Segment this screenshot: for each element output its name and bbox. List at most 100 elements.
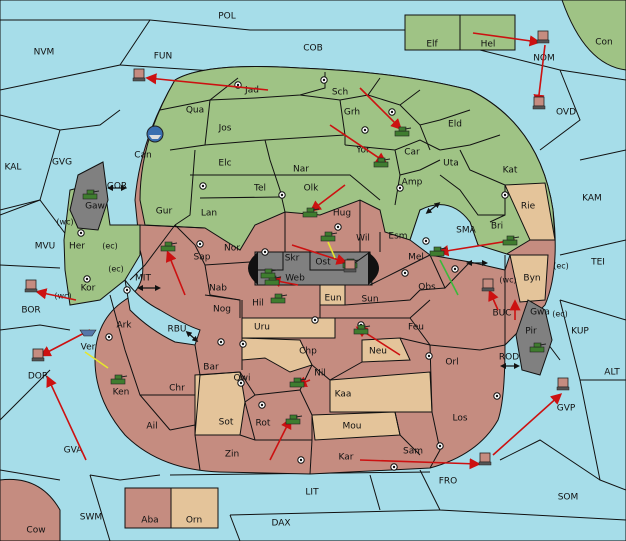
province-label-tel[interactable]: Tel — [253, 184, 266, 194]
province-label-feu[interactable]: Feu — [408, 323, 424, 333]
province-label-elf[interactable]: Elf — [426, 40, 438, 50]
fleet-unit-icon[interactable] — [31, 348, 45, 362]
province-label-mel[interactable]: Mel — [408, 253, 424, 263]
army-unit-icon[interactable] — [373, 157, 391, 168]
province-label-hel[interactable]: Hel — [481, 40, 496, 50]
province-label-sot[interactable]: Sot — [219, 418, 234, 428]
army-unit-icon[interactable] — [82, 189, 100, 200]
fleet-unit-icon[interactable] — [478, 452, 492, 466]
province-label-nab[interactable]: Nab — [209, 284, 227, 294]
province-label-buc[interactable]: BUC — [492, 309, 511, 319]
fleet-unit-icon[interactable] — [556, 377, 570, 391]
fleet-unit-icon[interactable] — [481, 278, 495, 292]
province-label-dor[interactable]: DOR — [28, 372, 48, 382]
army-unit-icon[interactable] — [353, 324, 371, 335]
province-label-sam[interactable]: Sam — [403, 447, 423, 457]
army-unit-icon[interactable] — [289, 377, 307, 388]
province-label-ovd[interactable]: OVD — [556, 108, 576, 118]
province-label-hug[interactable]: Hug — [333, 209, 351, 219]
province-label-gvp[interactable]: GVP — [557, 404, 576, 414]
province-label-rie[interactable]: Rie — [521, 202, 536, 212]
province-label-zin[interactable]: Zin — [225, 450, 239, 460]
army-unit-icon[interactable] — [260, 268, 278, 279]
province-label-nor[interactable]: Nor — [224, 244, 240, 254]
province-label-bor[interactable]: BOR — [21, 306, 40, 316]
province-label-qwi[interactable]: Qwi — [234, 374, 251, 384]
province-label-cob[interactable]: COB — [303, 44, 323, 54]
army-unit-icon[interactable] — [529, 342, 547, 353]
army-unit-icon[interactable] — [302, 207, 320, 218]
province-label-obs[interactable]: Obs — [418, 283, 436, 293]
province-label-skr[interactable]: Skr — [285, 254, 300, 264]
province-label-ail[interactable]: Ail — [146, 422, 157, 432]
province-label-rod[interactable]: ROD — [499, 353, 519, 363]
province-label-nog[interactable]: Nog — [213, 305, 231, 315]
province-label-byn[interactable]: Byn — [523, 274, 540, 284]
province-label-hil[interactable]: Hil — [252, 299, 264, 309]
province-label-ark[interactable]: Ark — [116, 321, 132, 331]
province-label-nil[interactable]: Nil — [314, 369, 326, 379]
province-label-tei[interactable]: TEI — [590, 258, 605, 268]
fleet-icon[interactable] — [146, 125, 164, 143]
province-label-kup[interactable]: KUP — [571, 327, 589, 337]
province-label-wil[interactable]: Wil — [356, 234, 370, 244]
province-label-eun[interactable]: Eun — [324, 294, 341, 304]
province-label-nvm[interactable]: NVM — [34, 48, 55, 58]
province-label-alt[interactable]: ALT — [604, 368, 620, 378]
province-label-mit[interactable]: MIT — [135, 274, 151, 284]
army-unit-icon[interactable] — [394, 126, 412, 137]
province-label-nar[interactable]: Nar — [293, 165, 309, 175]
province-label-aba[interactable]: Aba — [141, 516, 158, 526]
province-label-bar[interactable]: Bar — [203, 363, 219, 373]
province-label-kor[interactable]: Kor — [81, 284, 96, 294]
province-label-uta[interactable]: Uta — [443, 159, 459, 169]
army-unit-icon[interactable] — [110, 374, 128, 385]
province-label-sma[interactable]: SMA — [456, 226, 476, 236]
fleet-unit-icon[interactable] — [343, 259, 357, 273]
province-label-uru[interactable]: Uru — [254, 323, 270, 333]
province-label-som[interactable]: SOM — [558, 493, 579, 503]
province-label-gva[interactable]: GVA — [64, 446, 84, 456]
army-unit-icon[interactable] — [502, 235, 520, 246]
province-label-los[interactable]: Los — [452, 414, 467, 424]
province-label-mou[interactable]: Mou — [343, 422, 362, 432]
province-label-car[interactable]: Car — [404, 148, 420, 158]
fleet-icon-west[interactable] — [79, 329, 97, 337]
province-label-con[interactable]: Con — [595, 38, 613, 48]
province-label-olk[interactable]: Olk — [304, 184, 320, 194]
province-label-neu[interactable]: Neu — [369, 347, 387, 357]
province-label-swm[interactable]: SWM — [80, 513, 102, 523]
province-label-gvg[interactable]: GVG — [52, 158, 72, 168]
army-unit-icon[interactable] — [160, 241, 178, 252]
province-label-sun[interactable]: Sun — [361, 295, 378, 305]
province-label-yor[interactable]: Yor — [355, 146, 370, 156]
army-unit-icon[interactable] — [320, 231, 338, 242]
province-label-jos[interactable]: Jos — [218, 124, 232, 134]
province-label-chp[interactable]: Chp — [299, 347, 317, 357]
province-label-grh[interactable]: Grh — [344, 108, 360, 118]
province-label-rot[interactable]: Rot — [256, 419, 271, 429]
province-label-fun[interactable]: FUN — [154, 52, 173, 62]
province-label-gwa[interactable]: Gwa — [530, 308, 550, 318]
province-label-kam[interactable]: KAM — [582, 194, 602, 204]
province-label-her[interactable]: Her — [69, 242, 85, 252]
fleet-unit-icon[interactable] — [132, 68, 146, 82]
province-label-esm[interactable]: Esm — [388, 232, 407, 242]
province-label-ost[interactable]: Ost — [315, 258, 331, 268]
army-unit-icon[interactable] — [270, 293, 288, 304]
province-label-gor[interactable]: GOR — [107, 182, 127, 192]
province-label-gur[interactable]: Gur — [156, 207, 173, 217]
province-label-gaw[interactable]: Gaw — [85, 202, 105, 212]
province-label-kaa[interactable]: Kaa — [335, 390, 352, 400]
province-label-elc[interactable]: Elc — [218, 159, 231, 169]
province-label-lit[interactable]: LIT — [305, 488, 319, 498]
province-label-eld[interactable]: Eld — [448, 120, 462, 130]
fleet-unit-icon[interactable] — [536, 30, 550, 44]
province-label-lan[interactable]: Lan — [201, 209, 217, 219]
province-label-kal[interactable]: KAL — [5, 163, 22, 173]
province-label-dax[interactable]: DAX — [271, 519, 290, 529]
fleet-unit-icon[interactable] — [24, 279, 38, 293]
province-label-cow[interactable]: Cow — [26, 526, 45, 536]
province-label-ver[interactable]: Ver — [81, 343, 96, 353]
province-label-kat[interactable]: Kat — [503, 166, 518, 176]
